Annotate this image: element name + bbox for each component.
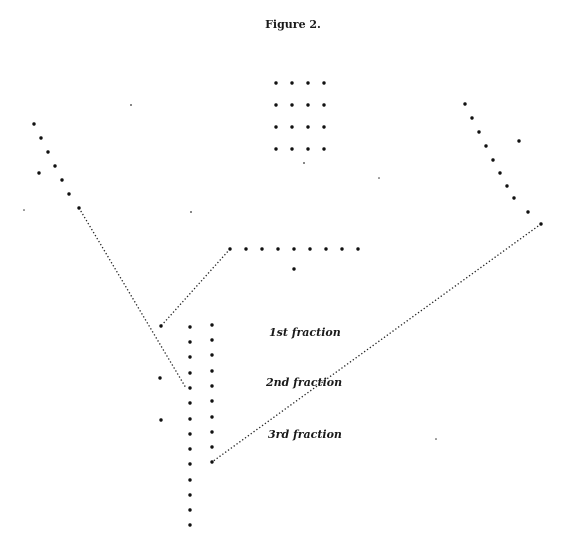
speck-dot (190, 211, 192, 213)
connector-row-to-isolated-dot (160, 248, 231, 327)
speck-dot (303, 162, 305, 164)
grid-dot (274, 81, 278, 85)
column-left-dot (188, 493, 192, 497)
right-diagonal-dot (526, 210, 530, 214)
grid-dot (306, 147, 310, 151)
connector-right-diagonal-to-column (211, 223, 542, 463)
grid-dot (306, 103, 310, 107)
column-right-dot (210, 430, 214, 434)
right-diagonal-dot (498, 171, 502, 175)
column-left-dot (188, 508, 192, 512)
grid-dot (274, 103, 278, 107)
grid-dot (306, 81, 310, 85)
column-left-dot (188, 355, 192, 359)
column-right-dot (210, 369, 214, 373)
right-diagonal-dot (491, 158, 495, 162)
column-left-dot (188, 371, 192, 375)
grid-dot (322, 125, 326, 129)
isolated-dot (159, 324, 163, 328)
column-left-dot (188, 401, 192, 405)
right-diagonal-dot (484, 144, 488, 148)
grid-dot (274, 147, 278, 151)
right-stray-dot (517, 139, 521, 143)
grid-dot (290, 103, 294, 107)
speck-dot (435, 438, 437, 440)
horizontal-row-dot (356, 247, 360, 251)
horizontal-row-dot (324, 247, 328, 251)
grid-dot (322, 147, 326, 151)
right-diagonal-dot (470, 116, 474, 120)
speck-dot (130, 104, 132, 106)
right-diagonal-dot (512, 196, 516, 200)
isolated-dot (159, 418, 163, 422)
column-right-dot (210, 415, 214, 419)
column-right-dot (210, 353, 214, 357)
grid-dot (290, 147, 294, 151)
column-left-dot (188, 386, 192, 390)
horizontal-row-dot (228, 247, 232, 251)
label-3rd-fraction: 3rd fraction (268, 428, 342, 441)
grid-dot (290, 81, 294, 85)
horizontal-row-dot (276, 247, 280, 251)
column-right-dot (210, 399, 214, 403)
left-diagonal-dot (77, 206, 81, 210)
grid-dot (306, 125, 310, 129)
left-diagonal-dot (67, 192, 71, 196)
grid-dot (290, 125, 294, 129)
column-left-dot (188, 478, 192, 482)
speck-dot (378, 177, 380, 179)
column-left-dot (188, 325, 192, 329)
grid-dot (322, 81, 326, 85)
horizontal-row-dot (292, 247, 296, 251)
left-stray-dot (37, 171, 41, 175)
speck-dot (23, 209, 25, 211)
right-diagonal-dot (539, 222, 543, 226)
column-left-dot (188, 447, 192, 451)
column-left-dot (188, 340, 192, 344)
horizontal-row-dot (260, 247, 264, 251)
figure-title: Figure 2. (265, 18, 321, 31)
column-right-dot (210, 460, 214, 464)
grid-dot (274, 125, 278, 129)
column-right-dot (210, 338, 214, 342)
label-2nd-fraction: 2nd fraction (265, 376, 342, 389)
horizontal-row-dot (244, 247, 248, 251)
column-right-dot (210, 323, 214, 327)
horizontal-row-dot (308, 247, 312, 251)
label-1st-fraction: 1st fraction (269, 326, 341, 339)
dot-marks (23, 81, 543, 527)
left-diagonal-dot (53, 164, 57, 168)
right-diagonal-dot (505, 184, 509, 188)
isolated-dot (158, 376, 162, 380)
column-left-dot (188, 417, 192, 421)
column-left-dot (188, 523, 192, 527)
horizontal-row-dot (340, 247, 344, 251)
connector-left-diagonal-to-column (78, 207, 187, 389)
left-diagonal-dot (39, 136, 43, 140)
column-left-dot (188, 462, 192, 466)
right-diagonal-dot (477, 130, 481, 134)
column-right-dot (210, 384, 214, 388)
horizontal-row-pendant-dot (292, 267, 296, 271)
left-diagonal-dot (60, 178, 64, 182)
left-diagonal-dot (32, 122, 36, 126)
column-left-dot (188, 432, 192, 436)
column-right-dot (210, 445, 214, 449)
left-diagonal-dot (46, 150, 50, 154)
right-diagonal-dot (463, 102, 467, 106)
grid-dot (322, 103, 326, 107)
dotted-connectors (78, 207, 542, 463)
